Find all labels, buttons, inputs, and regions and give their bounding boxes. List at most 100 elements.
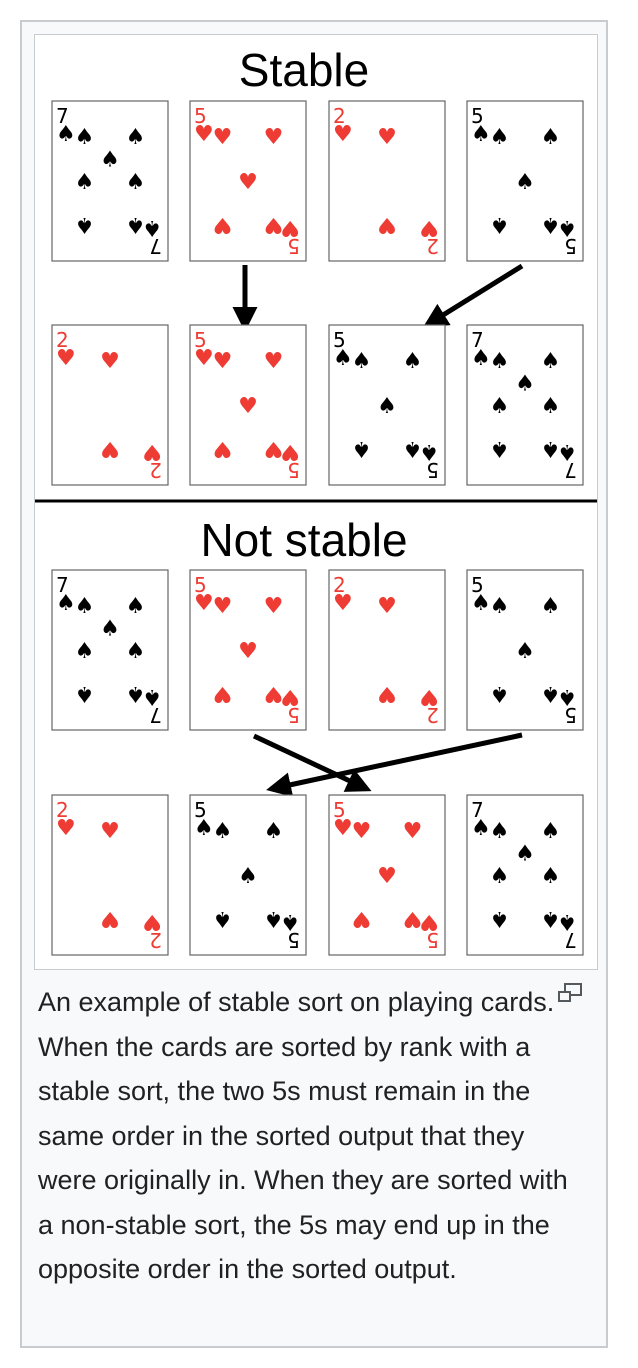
card-face — [328, 569, 446, 731]
spade-icon: ♠ — [541, 212, 561, 237]
figure-thumbnail: Stable Not stable 7♠7♠♠♠♠♠♠♠♠5♥5♥♥♥♥♥♥2♥… — [20, 20, 608, 1348]
spade-icon: ♠ — [490, 906, 510, 931]
spade-icon: ♠ — [126, 212, 146, 237]
card-rank-label-rotated: 5 — [426, 458, 439, 482]
card-rank-label-rotated: 5 — [287, 234, 300, 258]
heart-icon: ♥ — [264, 594, 284, 619]
spade-icon: ♠ — [100, 617, 120, 642]
card-face — [189, 100, 307, 262]
spade-icon: ♠ — [377, 394, 397, 419]
card-rank-label: 2 — [56, 328, 69, 352]
card-rank-label: 2 — [56, 798, 69, 822]
card-corner-suit-icon: ♥ — [194, 346, 214, 371]
card-rank-label-rotated: 7 — [149, 703, 162, 727]
spade-icon: ♠ — [541, 394, 561, 419]
card-face — [328, 324, 446, 486]
heart-icon: ♥ — [377, 125, 397, 150]
card-corner-suit-icon: ♠ — [557, 684, 577, 709]
card-rank-label-rotated: 2 — [149, 458, 162, 482]
card-face — [466, 324, 584, 486]
card-corner-suit-icon: ♠ — [471, 122, 491, 147]
spade-icon: ♠ — [126, 639, 146, 664]
card-5-spades: 5♠5♠♠♠♠♠♠ — [466, 569, 584, 731]
card-rank-label-rotated: 7 — [149, 234, 162, 258]
card-rank-label-rotated: 5 — [287, 928, 300, 952]
card-corner-suit-icon: ♥ — [142, 909, 162, 934]
card-rank-label: 5 — [194, 104, 207, 128]
spade-icon: ♠ — [264, 819, 284, 844]
card-face — [51, 569, 169, 731]
arrow-5-spades-unstable — [266, 732, 523, 798]
heart-icon: ♥ — [377, 594, 397, 619]
spade-icon: ♠ — [490, 349, 510, 374]
magnify-clip-icon[interactable] — [556, 982, 586, 1004]
card-corner-suit-icon: ♥ — [280, 684, 300, 709]
spade-icon: ♠ — [515, 842, 535, 867]
card-face — [51, 324, 169, 486]
card-corner-suit-icon: ♠ — [557, 215, 577, 240]
spade-icon: ♠ — [490, 436, 510, 461]
heart-icon: ♥ — [403, 906, 423, 931]
card-rank-label-rotated: 5 — [426, 928, 439, 952]
card-2-hearts: 2♥2♥♥♥ — [328, 569, 446, 731]
card-corner-suit-icon: ♥ — [142, 439, 162, 464]
card-corner-suit-icon: ♠ — [471, 816, 491, 841]
card-rank-label: 2 — [333, 573, 346, 597]
card-corner-suit-icon: ♠ — [471, 591, 491, 616]
card-rank-label: 5 — [194, 573, 207, 597]
card-corner-suit-icon: ♠ — [56, 122, 76, 147]
spade-icon: ♠ — [75, 212, 95, 237]
card-corner-suit-icon: ♥ — [333, 591, 353, 616]
card-rank-label-rotated: 5 — [564, 703, 577, 727]
spade-icon: ♠ — [126, 681, 146, 706]
spade-icon: ♠ — [352, 349, 372, 374]
card-rank-label-rotated: 5 — [287, 703, 300, 727]
heart-icon: ♥ — [238, 170, 258, 195]
card-face — [466, 794, 584, 956]
spade-icon: ♠ — [490, 594, 510, 619]
card-5-hearts: 5♥5♥♥♥♥♥♥ — [189, 100, 307, 262]
arrow-5-hearts-unstable — [252, 733, 372, 792]
heading-stable: Stable — [239, 44, 369, 96]
spade-icon: ♠ — [541, 436, 561, 461]
card-rank-label-rotated: 7 — [564, 458, 577, 482]
spade-icon: ♠ — [403, 436, 423, 461]
card-face — [189, 569, 307, 731]
card-rank-label-rotated: 2 — [149, 928, 162, 952]
heart-icon: ♥ — [264, 349, 284, 374]
figure-image[interactable]: Stable Not stable 7♠7♠♠♠♠♠♠♠♠5♥5♥♥♥♥♥♥2♥… — [34, 34, 598, 970]
heart-icon: ♥ — [377, 681, 397, 706]
heart-icon: ♥ — [213, 125, 233, 150]
card-rank-label-rotated: 2 — [426, 234, 439, 258]
heart-icon: ♥ — [238, 394, 258, 419]
card-face — [466, 100, 584, 262]
cards-layer: 7♠7♠♠♠♠♠♠♠♠5♥5♥♥♥♥♥♥2♥2♥♥♥5♠5♠♠♠♠♠♠2♥2♥♥… — [51, 100, 584, 956]
card-5-hearts: 5♥5♥♥♥♥♥♥ — [189, 569, 307, 731]
caption-text: An example of stable sort on playing car… — [38, 987, 568, 1284]
spade-icon: ♠ — [490, 864, 510, 889]
card-2-hearts: 2♥2♥♥♥ — [51, 794, 169, 956]
card-face — [189, 794, 307, 956]
spade-icon: ♠ — [75, 170, 95, 195]
spade-icon: ♠ — [541, 906, 561, 931]
heart-icon: ♥ — [264, 681, 284, 706]
heart-icon: ♥ — [377, 212, 397, 237]
spade-icon: ♠ — [541, 594, 561, 619]
card-corner-suit-icon: ♥ — [419, 684, 439, 709]
card-rank-label: 5 — [471, 104, 484, 128]
heading-not-stable: Not stable — [200, 514, 407, 566]
card-corner-suit-icon: ♠ — [557, 439, 577, 464]
card-rank-label-rotated: 2 — [426, 703, 439, 727]
spade-icon: ♠ — [213, 819, 233, 844]
spade-icon: ♠ — [515, 372, 535, 397]
card-corner-suit-icon: ♥ — [56, 816, 76, 841]
card-corner-suit-icon: ♥ — [194, 591, 214, 616]
heart-icon: ♥ — [377, 864, 397, 889]
card-rank-label: 2 — [333, 104, 346, 128]
spade-icon: ♠ — [541, 681, 561, 706]
spade-icon: ♠ — [238, 864, 258, 889]
heart-icon: ♥ — [213, 681, 233, 706]
card-corner-suit-icon: ♥ — [280, 439, 300, 464]
card-face — [328, 794, 446, 956]
card-5-spades: 5♠5♠♠♠♠♠♠ — [466, 100, 584, 262]
